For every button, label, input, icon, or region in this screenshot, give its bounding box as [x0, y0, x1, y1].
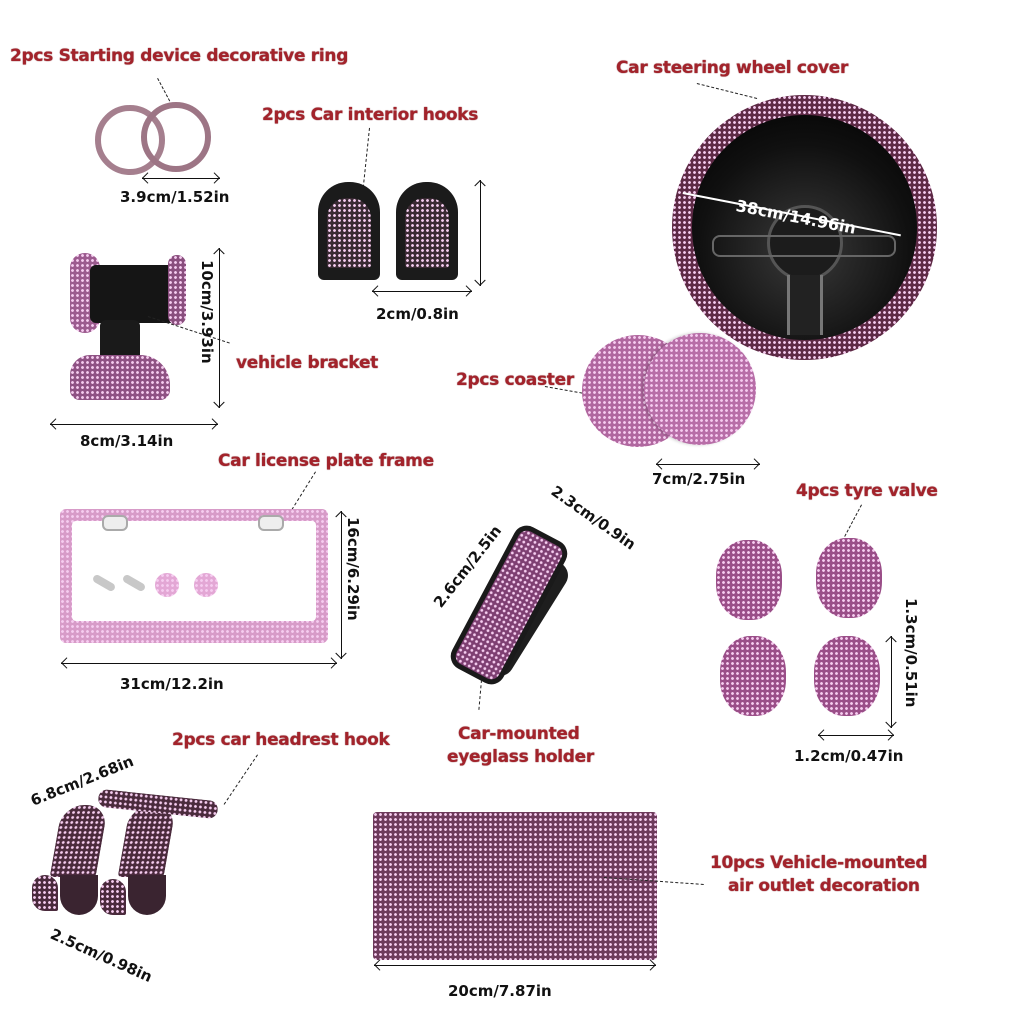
interior-hooks-label: 2pcs Car interior hooks [262, 105, 479, 125]
coaster-image [582, 333, 762, 453]
starting-ring-leader [157, 78, 171, 102]
interior-hooks-height-arrow [480, 180, 481, 286]
interior-hooks-leader [362, 127, 370, 188]
headrest-hook-image [28, 788, 228, 915]
license-plate-leader [288, 471, 316, 515]
coaster-dimension: 7cm/2.75in [652, 470, 746, 488]
vehicle-bracket-image [68, 245, 198, 405]
coaster-label: 2pcs coaster [456, 370, 574, 390]
steering-wheel-cover-image [672, 95, 937, 360]
license-plate-frame-image [60, 509, 328, 643]
license-plate-width-arrow [61, 663, 337, 664]
air-outlet-decoration-image [373, 812, 657, 960]
eyeglass-holder-leader [478, 679, 482, 710]
headrest-hook-leader [223, 754, 258, 805]
starting-ring-label: 2pcs Starting device decorative ring [10, 46, 349, 66]
vehicle-bracket-width-arrow [50, 424, 218, 425]
tyre-valve-height-arrow [891, 636, 892, 728]
license-plate-height-arrow [341, 511, 342, 659]
vehicle-bracket-label: vehicle bracket [236, 353, 379, 373]
starting-ring-image [95, 100, 215, 180]
vehicle-bracket-height-dimension: 10cm/3.93in [198, 260, 216, 364]
tyre-valve-height-dimension: 1.3cm/0.51in [902, 598, 920, 708]
coaster-width-arrow [656, 464, 760, 465]
interior-hooks-dimension: 2cm/0.8in [376, 305, 459, 323]
tyre-valve-width-arrow [818, 735, 894, 736]
license-plate-height-dimension: 16cm/6.29in [344, 517, 362, 621]
starting-ring-dimension: 3.9cm/1.52in [120, 188, 230, 206]
air-outlet-dimension: 20cm/7.87in [448, 982, 552, 1000]
license-plate-frame-label: Car license plate frame [218, 451, 434, 471]
tyre-valve-leader [844, 504, 862, 537]
interior-hooks-width-arrow [372, 291, 472, 292]
air-outlet-label-line2: air outlet decoration [728, 876, 920, 896]
headrest-hook-width-dimension: 2.5cm/0.98in [47, 925, 155, 986]
eyeglass-holder-label-line2: eyeglass holder [447, 747, 594, 767]
steering-wheel-cover-label: Car steering wheel cover [616, 58, 849, 78]
eyeglass-holder-label-line1: Car-mounted [458, 724, 580, 744]
tyre-valve-label: 4pcs tyre valve [796, 481, 938, 501]
tyre-valve-width-dimension: 1.2cm/0.47in [794, 747, 904, 765]
air-outlet-width-arrow [374, 965, 656, 966]
starting-ring-width-arrow [142, 178, 220, 179]
license-plate-width-dimension: 31cm/12.2in [120, 675, 224, 693]
vehicle-bracket-width-dimension: 8cm/3.14in [80, 432, 174, 450]
headrest-hook-label: 2pcs car headrest hook [172, 730, 390, 750]
air-outlet-label-line1: 10pcs Vehicle-mounted [710, 853, 928, 873]
tyre-valve-image [716, 538, 891, 718]
eyeglass-holder-image [440, 510, 590, 690]
interior-hooks-image [318, 182, 468, 282]
vehicle-bracket-height-arrow [219, 248, 220, 408]
